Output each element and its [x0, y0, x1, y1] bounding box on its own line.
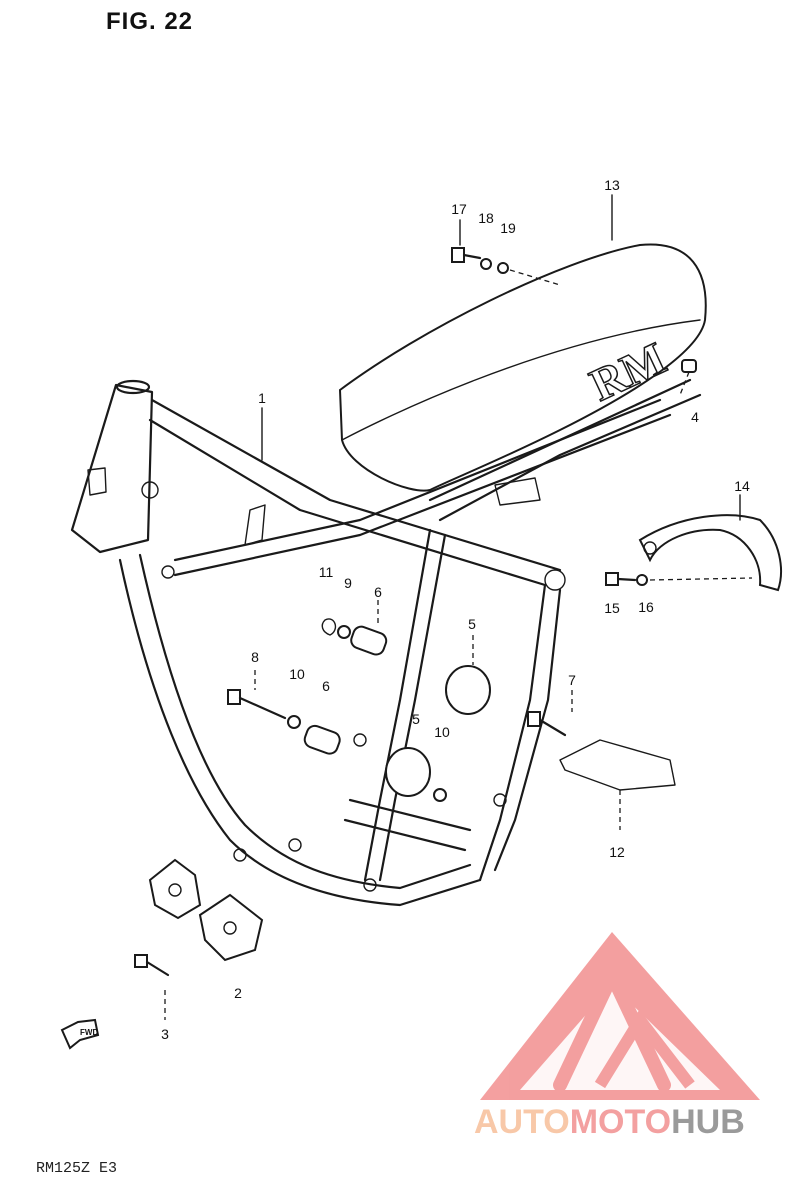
callout-11: 11 [318, 564, 334, 580]
fwd-arrow-icon [60, 1018, 100, 1050]
watermark-moto: MOTO [569, 1103, 672, 1141]
callout-9: 9 [344, 575, 352, 591]
callout-18: 18 [478, 210, 494, 226]
watermark-logo [480, 932, 760, 1100]
grab-bar-14 [638, 514, 782, 592]
callout-3: 3 [161, 1026, 169, 1042]
callout-7: 7 [568, 672, 576, 688]
callout-5b: 5 [412, 711, 420, 727]
model-code: RM125Z E3 [36, 1160, 118, 1177]
frame-body [70, 378, 702, 907]
callout-19: 19 [500, 220, 516, 236]
callout-15: 15 [604, 600, 620, 616]
callout-16: 16 [638, 599, 654, 615]
callout-10a: 10 [289, 666, 305, 682]
callout-4: 4 [691, 409, 699, 425]
callout-6b: 6 [322, 678, 330, 694]
figure-title: FIG. 22 [106, 8, 194, 35]
callout-6a: 6 [374, 584, 382, 600]
leader-lines [254, 194, 741, 712]
callout-5a: 5 [468, 616, 476, 632]
watermark-auto: AUTO [474, 1103, 570, 1141]
callout-1: 1 [258, 390, 266, 406]
callout-10b: 10 [434, 724, 450, 740]
watermark-hub: HUB [671, 1103, 745, 1141]
watermark-text: AUTOMOTOHUB [474, 1103, 745, 1142]
fwd-label: FWD [80, 1028, 98, 1037]
callout-13: 13 [604, 177, 620, 193]
callout-14: 14 [734, 478, 750, 494]
hardware: FWD [60, 247, 753, 1050]
callout-17: 17 [451, 201, 467, 217]
callout-12: 12 [609, 844, 625, 860]
callout-2: 2 [234, 985, 242, 1001]
callout-8: 8 [251, 649, 259, 665]
